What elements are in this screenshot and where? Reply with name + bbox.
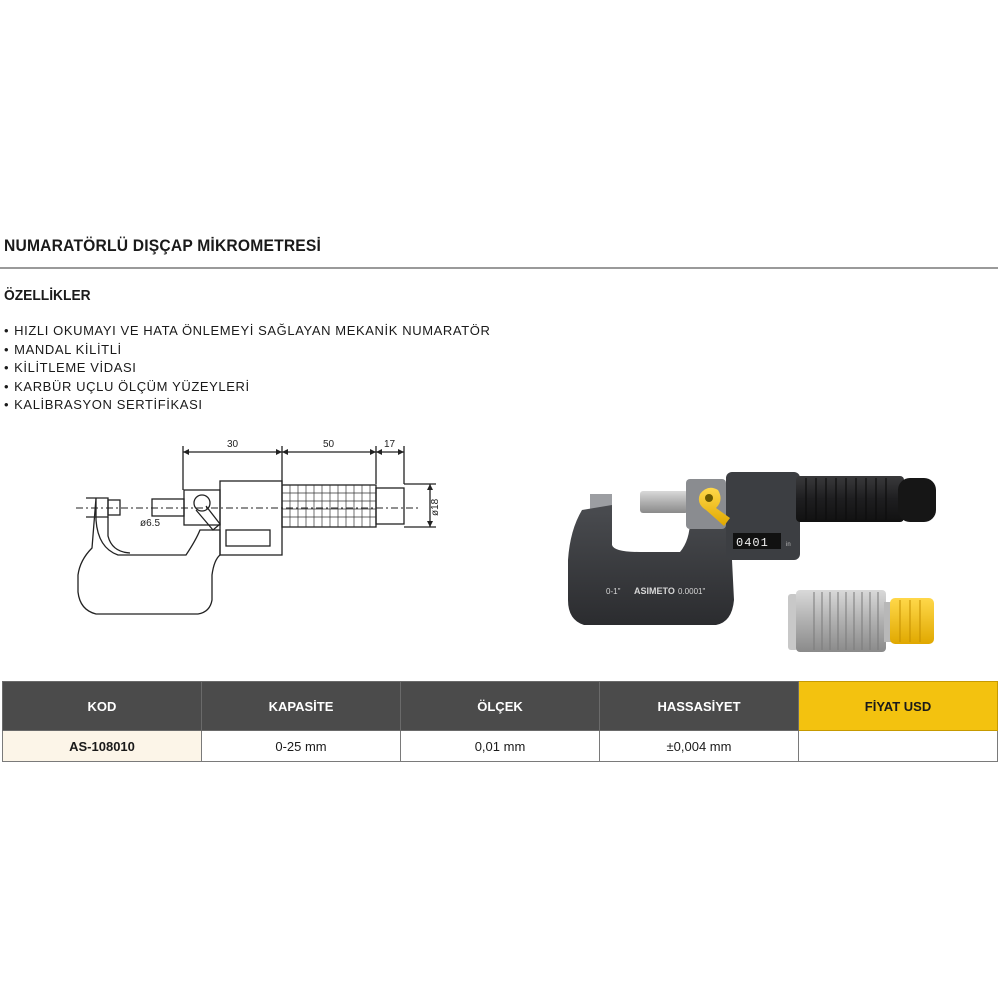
features-heading: ÖZELLİKLER <box>4 287 91 304</box>
frame-range: 0-1" <box>606 587 621 596</box>
table-row: AS-108010 0-25 mm 0,01 mm ±0,004 mm <box>2 730 998 762</box>
brand-logo: ASIMETO <box>634 586 675 596</box>
column-header-scale: ÖLÇEK <box>400 681 600 731</box>
column-header-capacity: KAPASİTE <box>201 681 401 731</box>
cell-code: AS-108010 <box>2 730 202 762</box>
feature-item: MANDAL KİLİTLİ <box>4 341 490 360</box>
dimension-label: 17 <box>384 439 396 450</box>
cell-scale: 0,01 mm <box>400 730 600 762</box>
cell-capacity: 0-25 mm <box>201 730 401 762</box>
counter-digits: 0401 <box>736 536 769 550</box>
dimension-label: 50 <box>323 439 335 450</box>
column-header-price: FİYAT USD <box>798 681 998 731</box>
cell-price <box>798 730 998 762</box>
spec-table: KOD KAPASİTE ÖLÇEK HASSASİYET FİYAT USD … <box>2 681 998 762</box>
cell-accuracy: ±0,004 mm <box>599 730 799 762</box>
feature-item: HIZLI OKUMAYI VE HATA ÖNLEMEYİ SAĞLAYAN … <box>4 322 490 341</box>
column-header-code: KOD <box>2 681 202 731</box>
dimension-label: ø18 <box>430 498 441 516</box>
dimension-label: ø6.5 <box>140 518 160 529</box>
feature-item: KİLİTLEME VİDASI <box>4 359 490 378</box>
title-divider <box>0 267 998 269</box>
feature-item: KARBÜR UÇLU ÖLÇÜM YÜZEYLERİ <box>4 378 490 397</box>
page-title: NUMARATÖRLÜ DIŞÇAP MİKROMETRESİ <box>4 236 322 255</box>
column-header-accuracy: HASSASİYET <box>599 681 799 731</box>
features-list: HIZLI OKUMAYI VE HATA ÖNLEMEYİ SAĞLAYAN … <box>4 322 490 415</box>
feature-item: KALİBRASYON SERTİFİKASI <box>4 396 490 415</box>
micrometer-photo: 0401 in 0-1" ASIMETO 0.0001" <box>568 472 936 652</box>
dimension-label: 30 <box>227 439 239 450</box>
frame-resolution: 0.0001" <box>678 587 705 596</box>
technical-drawing: 30 50 17 ø6.5 ø18 <box>76 439 441 615</box>
table-header-row: KOD KAPASİTE ÖLÇEK HASSASİYET FİYAT USD <box>2 681 998 731</box>
counter-unit: in <box>786 542 791 548</box>
